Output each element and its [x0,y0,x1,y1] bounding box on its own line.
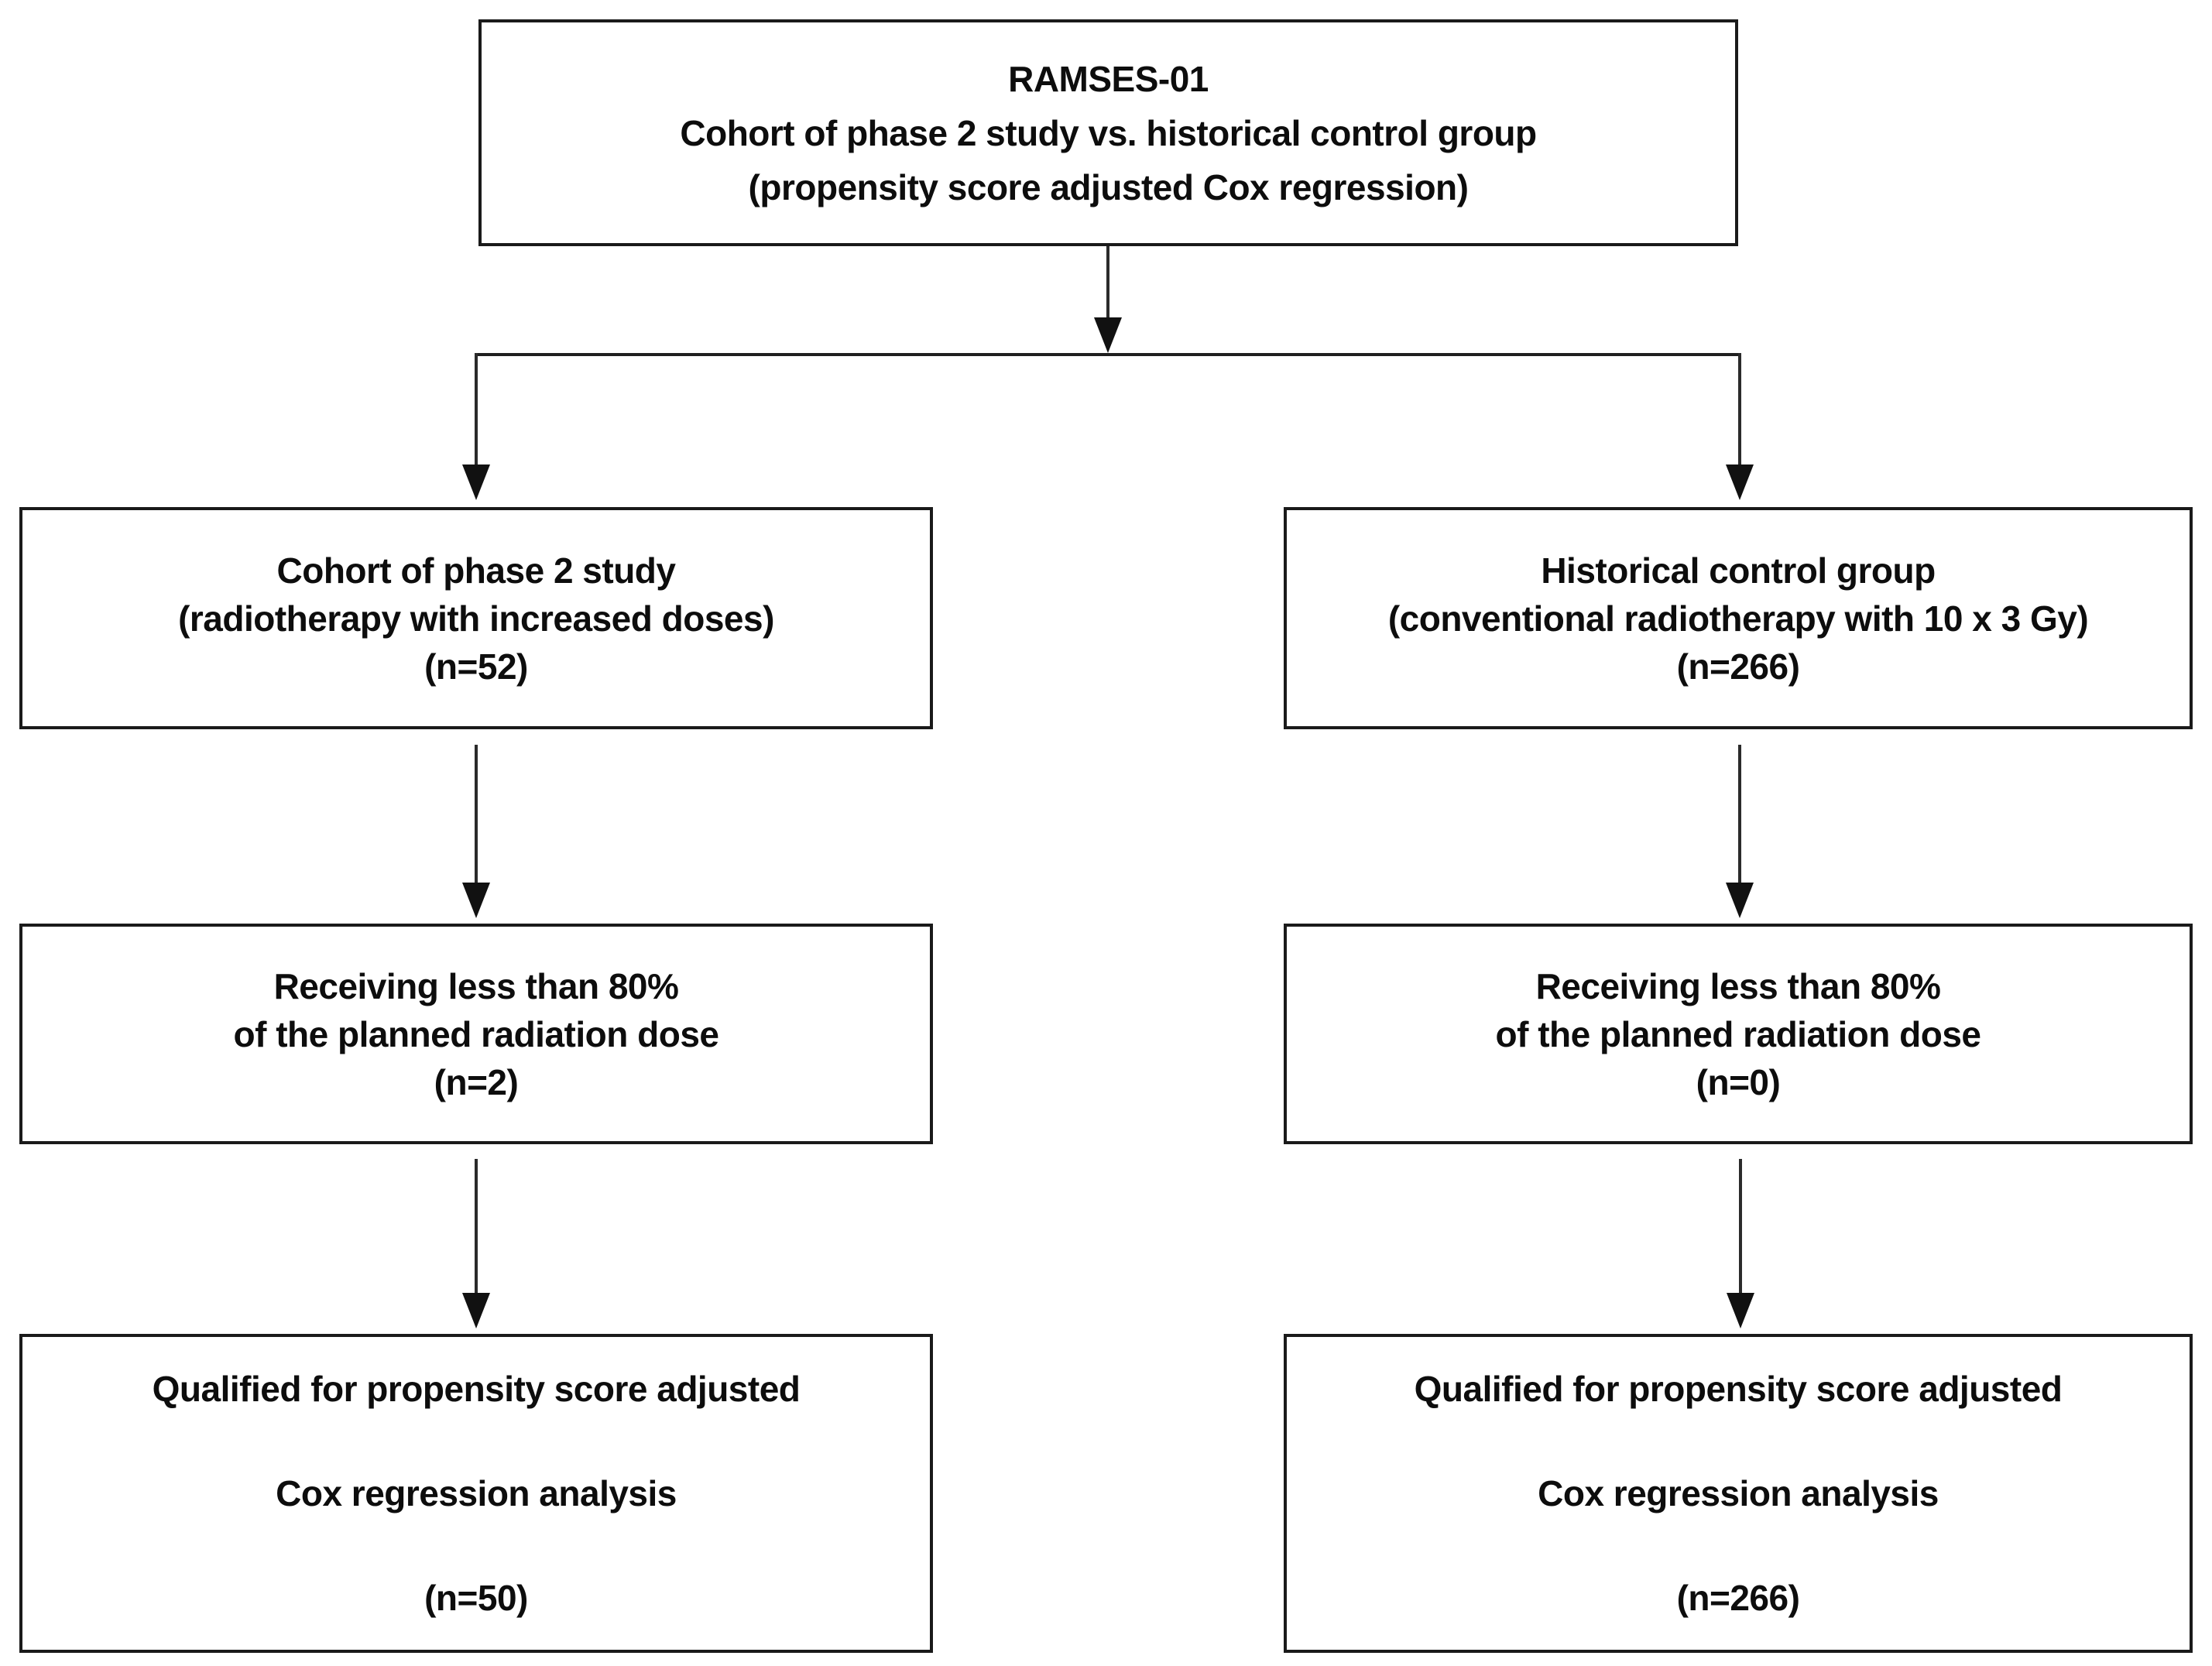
title-box: RAMSES-01 Cohort of phase 2 study vs. hi… [478,19,1738,246]
box-line: Qualified for propensity score adjusted [1414,1368,2063,1409]
box-line-count: (n=266) [1676,646,1800,687]
title-line-study-name: RAMSES-01 [1008,58,1209,99]
arrow-title-to-split-head-icon [1094,317,1122,353]
phase2-qualified-box: Qualified for propensity score adjusted … [19,1334,933,1653]
title-line-method: (propensity score adjusted Cox regressio… [748,166,1469,207]
box-line-count: (n=266) [1676,1577,1800,1618]
arrow-title-to-split-shaft [1106,246,1109,320]
box-line: Cox regression analysis [276,1472,677,1513]
arrow-control-to-lowdose-head-icon [1726,883,1754,918]
box-line: (radiotherapy with increased doses) [178,598,774,639]
split-line [475,353,1741,356]
arrow-lowdose-to-qualified-right-head-icon [1727,1293,1754,1328]
box-line-count: (n=50) [424,1577,528,1618]
box-line: Cox regression analysis [1538,1472,1939,1513]
box-line-count: (n=0) [1696,1061,1781,1102]
box-line: Receiving less than 80% [273,965,679,1006]
title-line-comparison: Cohort of phase 2 study vs. historical c… [680,112,1537,153]
arrow-cohort-to-lowdose-shaft [475,745,478,884]
arrow-split-to-cohort-shaft [475,353,478,466]
box-line: (conventional radiotherapy with 10 x 3 G… [1387,598,2089,639]
historical-control-box: Historical control group (conventional r… [1284,507,2193,729]
control-qualified-box: Qualified for propensity score adjusted … [1284,1334,2193,1653]
arrow-split-to-control-shaft [1738,353,1741,466]
arrow-lowdose-to-qualified-right-shaft [1739,1159,1742,1294]
arrow-cohort-to-lowdose-head-icon [462,883,490,918]
phase2-cohort-box: Cohort of phase 2 study (radiotherapy wi… [19,507,933,729]
box-line: Cohort of phase 2 study [276,550,676,591]
box-line-count: (n=2) [434,1061,519,1102]
control-lowdose-box: Receiving less than 80% of the planned r… [1284,924,2193,1144]
arrow-lowdose-to-qualified-left-head-icon [462,1293,490,1328]
arrow-control-to-lowdose-shaft [1738,745,1741,884]
box-line: of the planned radiation dose [233,1013,719,1054]
box-line-count: (n=52) [424,646,528,687]
phase2-lowdose-box: Receiving less than 80% of the planned r… [19,924,933,1144]
arrow-split-to-cohort-head-icon [462,464,490,500]
box-line: Qualified for propensity score adjusted [152,1368,801,1409]
box-line: Historical control group [1541,550,1936,591]
arrow-split-to-control-head-icon [1726,464,1754,500]
box-line: Receiving less than 80% [1535,965,1941,1006]
arrow-lowdose-to-qualified-left-shaft [475,1159,478,1294]
box-line: of the planned radiation dose [1495,1013,1981,1054]
